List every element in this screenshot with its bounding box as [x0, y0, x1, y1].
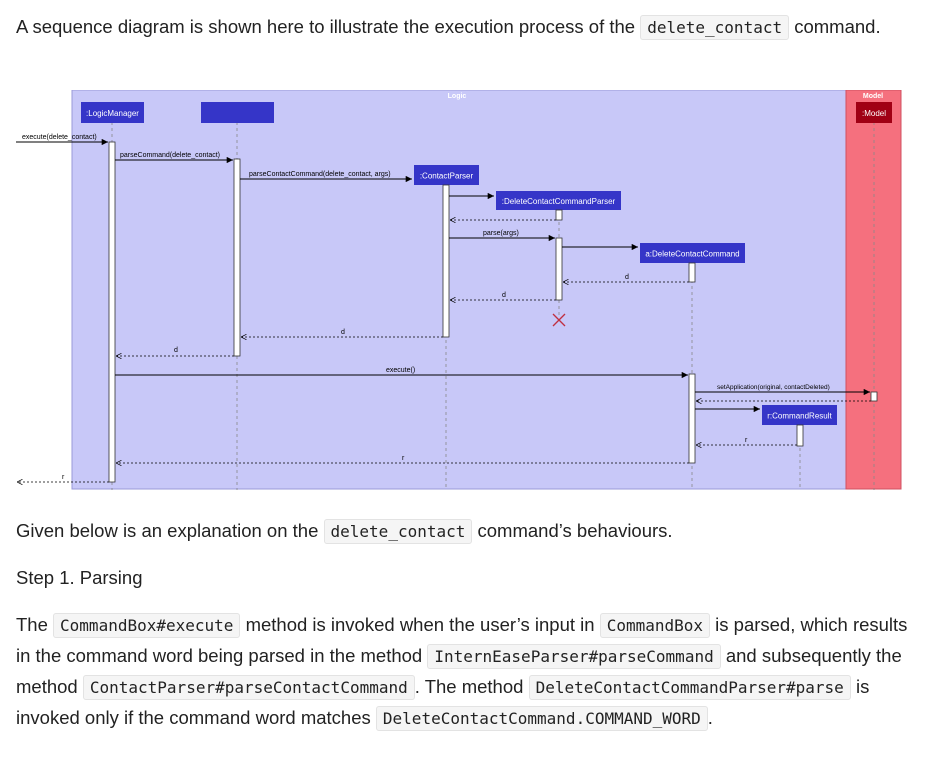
step1-text-3: is parsed, which results in the command … — [16, 614, 908, 666]
participant-deletecontactcommand: a:DeleteContactCommand — [640, 243, 745, 263]
return-d-label-2: d — [502, 292, 506, 299]
participant-deletecontactcommandparser: :DeleteContactCommandParser — [496, 191, 621, 210]
return-r-label-1: r — [745, 437, 748, 444]
activation-command-short — [688, 262, 696, 283]
activation-commandresult — [796, 424, 804, 447]
msg-parse-args-label: parse(args) — [483, 230, 519, 237]
activation-model — [870, 391, 878, 402]
svg-text::Model: :Model — [862, 109, 886, 118]
intro-paragraph: A sequence diagram is shown here to illu… — [16, 12, 918, 43]
participant-model: :Model — [856, 102, 892, 123]
activation-logic-manager — [108, 141, 116, 483]
svg-text:r:CommandResult: r:CommandResult — [767, 412, 832, 421]
msg-execute-label: execute() — [386, 367, 415, 374]
model-box — [845, 90, 902, 490]
logic-box — [71, 90, 847, 490]
activation-contactparser — [442, 184, 450, 338]
step1-text-4: and subsequently the method — [16, 645, 902, 697]
step1-text-6: is invoked only if the command word matc… — [16, 676, 870, 728]
code-deletecontactcommand-command-word: DeleteContactCommand.COMMAND_WORD — [375, 706, 708, 731]
step1-text-2: method is invoked when the user’s input … — [245, 614, 595, 635]
activation-parser-short — [555, 209, 563, 221]
intro-text: A sequence diagram is shown here to illu… — [16, 16, 636, 37]
msg-set-application-label: setApplication(original, contactDeleted) — [717, 384, 830, 391]
return-d-label-3: d — [341, 329, 345, 336]
activation-interneaseparser — [233, 158, 241, 357]
code-contactparser-parsecontactcommand: ContactParser#parseContactCommand — [82, 675, 415, 700]
intro-text-end: command. — [794, 16, 881, 37]
code-commandbox-execute: CommandBox#execute — [53, 613, 241, 638]
msg-parse-contact-command-label: parseContactCommand(delete_contact, args… — [249, 171, 391, 178]
explanation-code: delete_contact — [323, 519, 473, 544]
step1-text-7: . — [707, 707, 713, 728]
svg-text:a:DeleteContactCommand: a:DeleteContactCommand — [645, 250, 739, 259]
explanation-text: Given below is an explanation on the — [16, 520, 319, 541]
svg-text::LogicManager: :LogicManager — [86, 109, 139, 118]
intro-code: delete_contact — [640, 15, 790, 40]
destroy-marker — [552, 313, 566, 327]
logic-box-label: Logic — [448, 93, 467, 100]
code-deletecontactcommandparser-parse: DeleteContactCommandParser#parse — [528, 675, 851, 700]
explanation-text-end: command’s behaviours. — [477, 520, 673, 541]
sequence-diagram: Logic Model :LogicManager :ContactParser… — [16, 90, 902, 490]
msg-execute-delete-contact-label: execute(delete_contact) — [22, 134, 97, 141]
step1-heading: Step 1. Parsing — [16, 567, 143, 588]
step1-text-5: . The method — [414, 676, 524, 697]
activation-command-long — [688, 373, 696, 464]
activation-parser-long — [555, 237, 563, 301]
participant-commandresult: r:CommandResult — [762, 405, 837, 425]
return-d-label-4: d — [174, 347, 178, 354]
participant-logic-manager: :LogicManager — [81, 102, 144, 123]
msg-parse-command-label: parseCommand(delete_contact) — [120, 152, 220, 159]
svg-text::DeleteContactCommandParser: :DeleteContactCommandParser — [502, 197, 616, 206]
step1-text-1: The — [16, 614, 48, 635]
code-interneaseparser-parsecommand: InternEaseParser#parseCommand — [427, 644, 721, 669]
svg-text::ContactParser: :ContactParser — [420, 172, 474, 181]
model-box-label: Model — [863, 93, 883, 100]
return-d-label-1: d — [625, 274, 629, 281]
code-commandbox: CommandBox — [599, 613, 711, 638]
step1-paragraph: The CommandBox#execute method is invoked… — [16, 610, 918, 734]
participant-interneaseparser — [201, 102, 274, 123]
return-r-label-3: r — [62, 474, 65, 481]
explanation-paragraph: Given below is an explanation on the del… — [16, 516, 918, 547]
return-r-label-2: r — [402, 455, 405, 462]
participant-contactparser: :ContactParser — [414, 165, 479, 185]
